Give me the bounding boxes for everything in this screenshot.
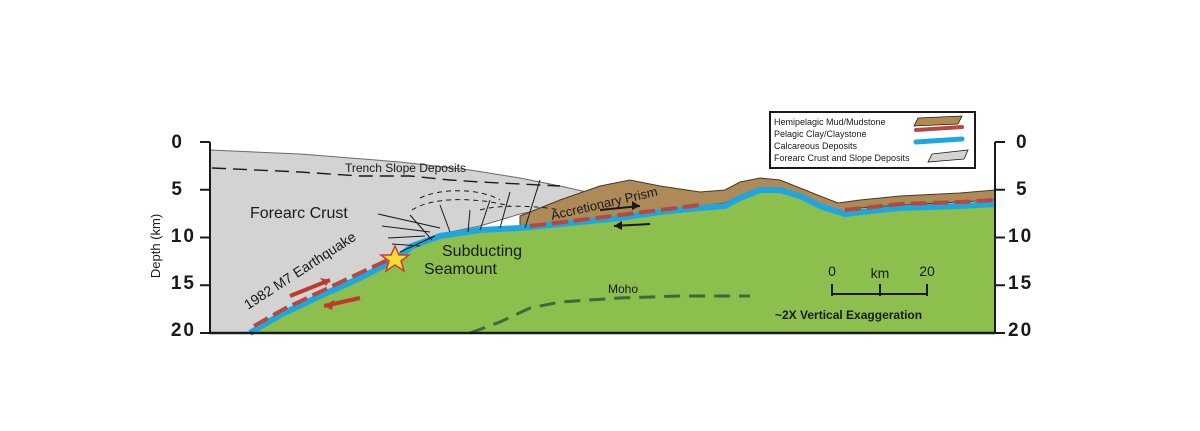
right-tick-label: 20	[1008, 320, 1033, 341]
scale-bar-unit: km	[871, 265, 890, 281]
fault-splays	[377, 179, 561, 253]
right-tick-label: 0	[1016, 132, 1029, 153]
pelagic-clay-layer-prism	[529, 203, 701, 228]
pelagic-clay-layer-slab	[253, 256, 393, 328]
oceanic-plate-region	[250, 190, 995, 333]
forearc-crust-label: Forearc Crust	[250, 205, 348, 222]
legend-label: Pelagic Clay/Claystone	[774, 129, 867, 139]
right-tick-label: 5	[1016, 179, 1029, 200]
moho-label: Moho	[608, 282, 638, 296]
exaggeration-label: ~2X Vertical Exaggeration	[775, 308, 922, 322]
scale-bar: 0 km 20	[828, 263, 935, 296]
scale-bar-zero: 0	[828, 263, 836, 279]
legend-swatch	[913, 115, 963, 127]
legend-swatch	[914, 125, 964, 132]
left-tick-label: 5	[171, 179, 184, 200]
left-tick-marks	[200, 141, 210, 334]
left-tick-label: 20	[171, 320, 196, 341]
trench-slope-label: Trench Slope Deposits	[345, 161, 466, 175]
legend-label: Hemipelagic Mud/Mudstone	[774, 117, 886, 127]
slip-arrows	[289, 201, 651, 310]
subducting-label: Subducting	[442, 243, 522, 260]
legend-label: Forearc Crust and Slope Deposits	[774, 153, 910, 163]
pelagic-clay-layer-east	[844, 198, 996, 212]
right-tick-label: 10	[1008, 226, 1033, 247]
trench-slope-dashed-line	[211, 167, 561, 187]
left-tick-label: 10	[171, 226, 196, 247]
legend: Hemipelagic Mud/Mudstone Pelagic Clay/Cl…	[769, 111, 976, 169]
moho-dashed-line	[469, 294, 750, 335]
right-tick-marks	[995, 141, 1005, 334]
right-tick-label: 15	[1008, 273, 1033, 294]
left-tick-label: 15	[171, 273, 196, 294]
legend-swatch	[927, 149, 969, 163]
legend-label: Calcareous Deposits	[774, 141, 858, 151]
y-axis-label: Depth (km)	[148, 214, 163, 278]
left-tick-label: 0	[171, 132, 184, 153]
seamount-label: Seamount	[424, 261, 497, 278]
legend-swatch	[913, 136, 965, 145]
scale-bar-twenty: 20	[919, 263, 935, 279]
earthquake-star-icon	[378, 244, 412, 273]
